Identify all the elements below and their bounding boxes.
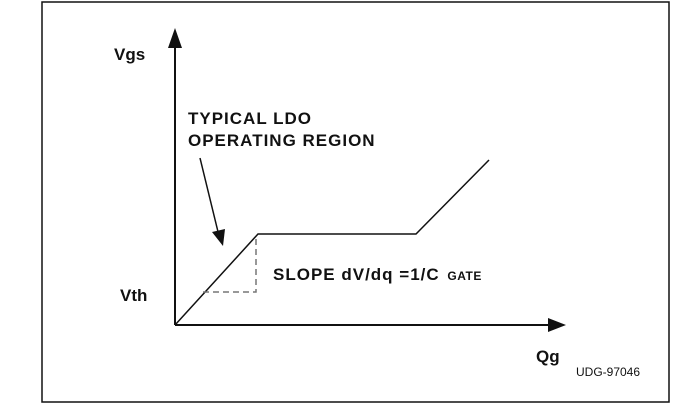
figure-id: UDG-97046 — [576, 365, 640, 379]
slope-equation-subscript: GATE — [447, 269, 481, 283]
x-axis-arrowhead — [548, 318, 566, 332]
y-axis-label: Vgs — [114, 45, 145, 64]
gate-charge-curve — [174, 159, 490, 326]
annotation-arrow — [199, 157, 221, 241]
slope-equation: SLOPE dV/dq =1/C GATE — [273, 265, 482, 284]
x-axis-label: Qg — [536, 347, 560, 366]
threshold-label: Vth — [120, 286, 147, 305]
slope-equation-main: SLOPE dV/dq =1/C — [273, 265, 440, 284]
y-axis-arrowhead — [168, 28, 182, 48]
annotation-line-1: TYPICAL LDO — [188, 109, 312, 128]
slope-triangle-dashed — [203, 236, 257, 293]
annotation-line-2: OPERATING REGION — [188, 131, 376, 150]
annotation-arrowhead — [212, 229, 225, 246]
figure-frame — [41, 1, 670, 403]
